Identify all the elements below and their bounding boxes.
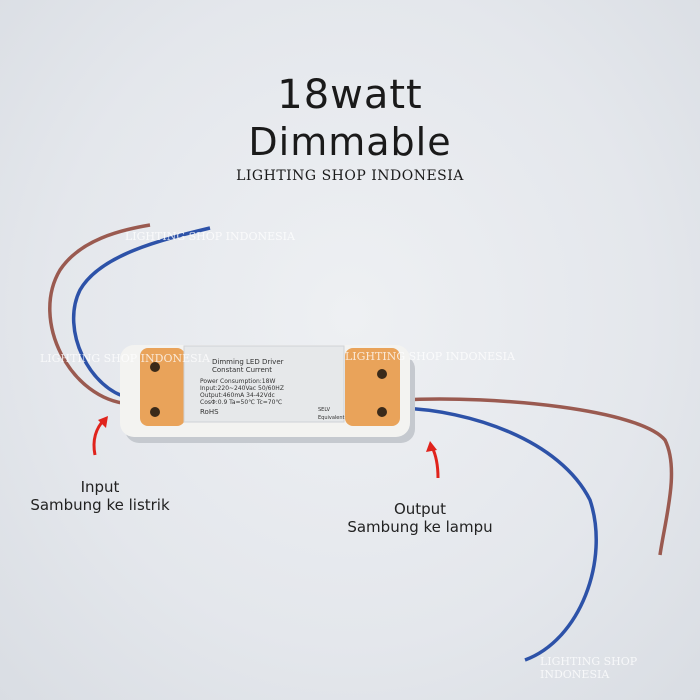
output-caption: Output Sambung ke lampu xyxy=(335,500,505,536)
title-line1: 18watt xyxy=(277,72,423,118)
label-line6: CosΦ:0.9 Ta=50℃ Tc=70℃ xyxy=(200,399,283,406)
blue-wire-input xyxy=(71,226,211,400)
watermark: LIGHTING SHOP INDONESIA xyxy=(540,655,638,681)
watermark: LIGHTING SHOP INDONESIA xyxy=(40,352,210,365)
spec-label xyxy=(183,345,345,423)
screw-icon xyxy=(150,362,160,372)
arrow-head-icon xyxy=(98,416,108,428)
arrow-icon-input xyxy=(92,418,106,456)
label-line2: Constant Current xyxy=(212,366,272,374)
end-cap-right xyxy=(345,348,400,426)
label-rohs: RoHS xyxy=(200,408,219,416)
watermark: LIGHTING SHOP INDONESIA xyxy=(345,350,515,363)
arrow-icon-output xyxy=(430,446,440,479)
label-selv: SELV Equivalent xyxy=(318,407,345,421)
brand-text: LIGHTING SHOP INDONESIA xyxy=(236,168,464,184)
screw-icon xyxy=(150,407,160,417)
blue-wire-output xyxy=(399,406,598,662)
brown-wire-input xyxy=(48,223,151,406)
screw-icon xyxy=(377,369,387,379)
label-line1: Dimming LED Driver xyxy=(212,358,284,366)
watermark: LIGHTING SHOP INDONESIA xyxy=(125,230,295,243)
label-line4: Input:220~240Vac 50/60HZ xyxy=(200,385,284,392)
label-line3: Power Consumption:18W xyxy=(200,378,276,385)
screw-icon xyxy=(377,407,387,417)
input-caption: Input Sambung ke listrik xyxy=(20,478,180,514)
output-caption-title: Output xyxy=(393,500,447,518)
input-caption-desc: Sambung ke listrik xyxy=(30,496,170,514)
label-line5: Output:460mA 34-42Vdc xyxy=(200,392,275,399)
brown-wire-output xyxy=(399,397,674,556)
title-line2: Dimmable xyxy=(248,120,452,164)
output-caption-desc: Sambung ke lampu xyxy=(347,518,493,536)
input-caption-title: Input xyxy=(80,478,120,496)
arrow-head-icon xyxy=(426,441,437,452)
